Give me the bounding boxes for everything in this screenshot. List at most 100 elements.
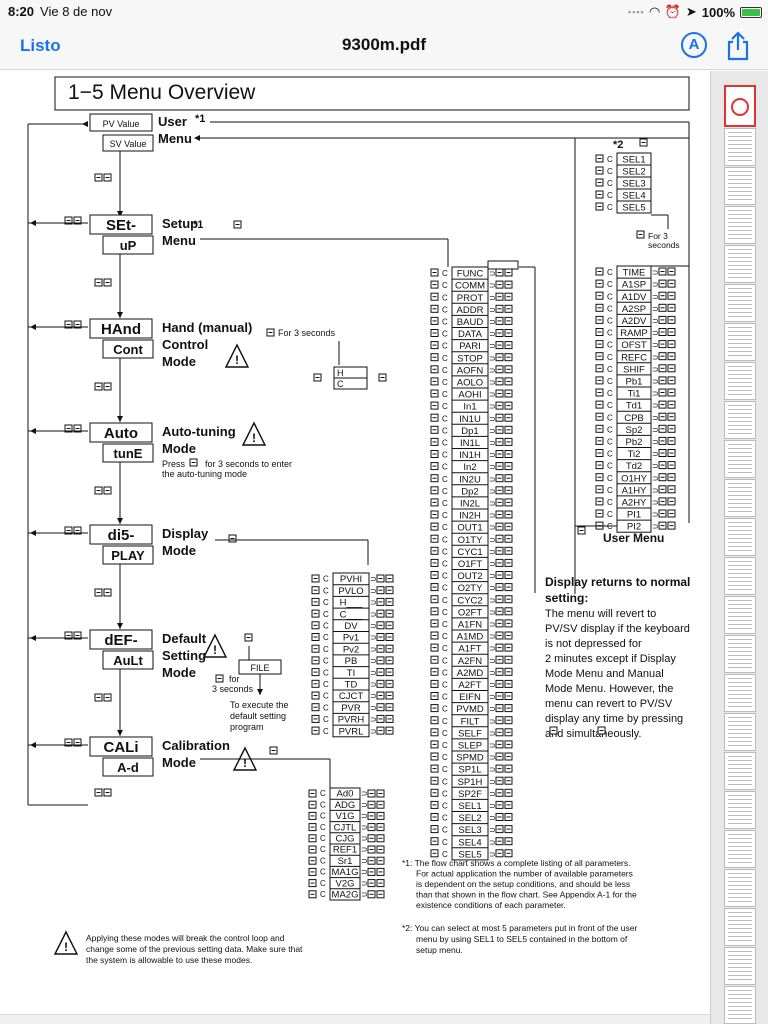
- page-thumbnail[interactable]: [724, 85, 756, 127]
- arrow-icon: [30, 742, 36, 748]
- page-thumbnail[interactable]: [724, 284, 756, 322]
- done-button[interactable]: Listo: [20, 36, 61, 55]
- arrow-icon: [194, 135, 200, 141]
- thumbnail-line: [728, 374, 752, 375]
- thumbnail-line: [728, 663, 752, 664]
- page-thumbnail[interactable]: [724, 830, 756, 868]
- warning-text: change some of the previous setting data…: [86, 944, 303, 954]
- user-menu-caption: User Menu: [603, 531, 664, 545]
- setup-column: [451, 266, 489, 861]
- thumbnail-line: [728, 979, 752, 980]
- bracket-glyph: C: [442, 535, 448, 544]
- page-thumbnail[interactable]: [724, 908, 756, 946]
- thumbnail-line: [728, 620, 752, 621]
- setup-param: SELF: [458, 728, 482, 739]
- page-thumbnail[interactable]: [724, 323, 756, 361]
- seven-seg-display-top: [89, 422, 153, 443]
- display-param: TD: [345, 680, 358, 691]
- bracket-glyph: ⊃: [489, 523, 496, 532]
- thumbnail-line: [728, 277, 752, 278]
- page-thumbnail-strip[interactable]: [710, 71, 768, 1024]
- share-icon: [727, 31, 749, 61]
- page-thumbnail[interactable]: [724, 557, 756, 595]
- bottom-scroll-edge: [0, 1014, 710, 1024]
- warning-icon: [241, 421, 267, 446]
- warning-glyph: !: [64, 940, 68, 954]
- display-param: PVRH: [338, 715, 365, 726]
- user-sel-param: SEL3: [622, 179, 645, 190]
- thumbnail-line: [728, 253, 752, 254]
- page-thumbnail[interactable]: [724, 752, 756, 790]
- page-thumbnail[interactable]: [724, 479, 756, 517]
- page-thumbnail[interactable]: [724, 635, 756, 673]
- bracket-glyph: C: [320, 834, 326, 843]
- display-returns-body: The menu will revert to: [545, 608, 656, 620]
- navigation-bar: Listo 9300m.pdf A: [0, 22, 768, 70]
- page-thumbnail[interactable]: [724, 128, 756, 166]
- bracket-glyph: ⊃: [652, 268, 659, 277]
- thumbnail-line: [728, 522, 752, 523]
- setup-param: Dp2: [461, 486, 478, 497]
- arrow-icon: [257, 689, 263, 695]
- page-thumbnail[interactable]: [724, 440, 756, 478]
- arrow-icon: [30, 220, 36, 226]
- share-button[interactable]: [725, 31, 751, 61]
- bracket-glyph: C: [442, 765, 448, 774]
- user-param: A2SP: [622, 304, 646, 315]
- thumbnail-line: [728, 936, 752, 937]
- thumbnail-line: [728, 901, 752, 902]
- bracket-glyph: C: [442, 293, 448, 302]
- thumbnail-line: [728, 561, 752, 562]
- bracket-glyph: ⊃: [652, 510, 659, 519]
- thumbnail-line: [728, 873, 752, 874]
- page-thumbnail[interactable]: [724, 206, 756, 244]
- thumbnail-line: [728, 834, 752, 835]
- page-thumbnail[interactable]: [724, 401, 756, 439]
- thumbnail-line: [728, 183, 752, 184]
- page-thumbnail[interactable]: [724, 518, 756, 556]
- bracket-glyph: C: [607, 280, 613, 289]
- bracket-glyph: C: [442, 390, 448, 399]
- thumbnail-line: [728, 733, 752, 734]
- bracket-glyph: C: [442, 463, 448, 472]
- page-thumbnail[interactable]: [724, 362, 756, 400]
- bracket-glyph: ⊃: [652, 438, 659, 447]
- thumbnail-line: [728, 889, 752, 890]
- thumbnail-line: [728, 994, 752, 995]
- bracket-glyph: ⊃: [370, 680, 377, 689]
- page-thumbnail[interactable]: [724, 947, 756, 985]
- markup-button[interactable]: A: [681, 32, 707, 58]
- thumbnail-line: [728, 721, 752, 722]
- bracket-glyph: C: [607, 377, 613, 386]
- arrow-icon: [30, 530, 36, 536]
- thumbnail-line: [728, 706, 752, 707]
- bracket-glyph: ⊃: [652, 329, 659, 338]
- page-thumbnail[interactable]: [724, 986, 756, 1024]
- page-thumbnail[interactable]: [724, 674, 756, 712]
- page-thumbnail[interactable]: [724, 713, 756, 751]
- page-thumbnail[interactable]: [724, 167, 756, 205]
- bracket-glyph: ⊃: [370, 703, 377, 712]
- bracket-glyph: ⊃: [489, 741, 496, 750]
- page-thumbnail[interactable]: [724, 596, 756, 634]
- bracket-glyph: ⊃: [489, 426, 496, 435]
- bracket-glyph: ⊃: [361, 868, 368, 877]
- bracket-glyph: C: [323, 692, 329, 701]
- thumbnail-line: [728, 339, 752, 340]
- bracket-glyph: C: [323, 680, 329, 689]
- bracket-glyph: C: [323, 715, 329, 724]
- page-thumbnail[interactable]: [724, 245, 756, 283]
- setup-param: SLEP: [458, 741, 482, 752]
- setup-param: A1FN: [458, 620, 482, 631]
- bracket-glyph: C: [320, 789, 326, 798]
- arrow-icon: [117, 312, 123, 318]
- page-thumbnail[interactable]: [724, 791, 756, 829]
- setup-param: AOLO: [457, 378, 483, 389]
- mode-label: Control: [162, 337, 208, 352]
- seven-seg-display-bottom: [102, 235, 154, 255]
- display-bottom-text: Cont: [113, 342, 143, 357]
- page-thumbnail[interactable]: [724, 869, 756, 907]
- bracket-glyph: ⊃: [652, 462, 659, 471]
